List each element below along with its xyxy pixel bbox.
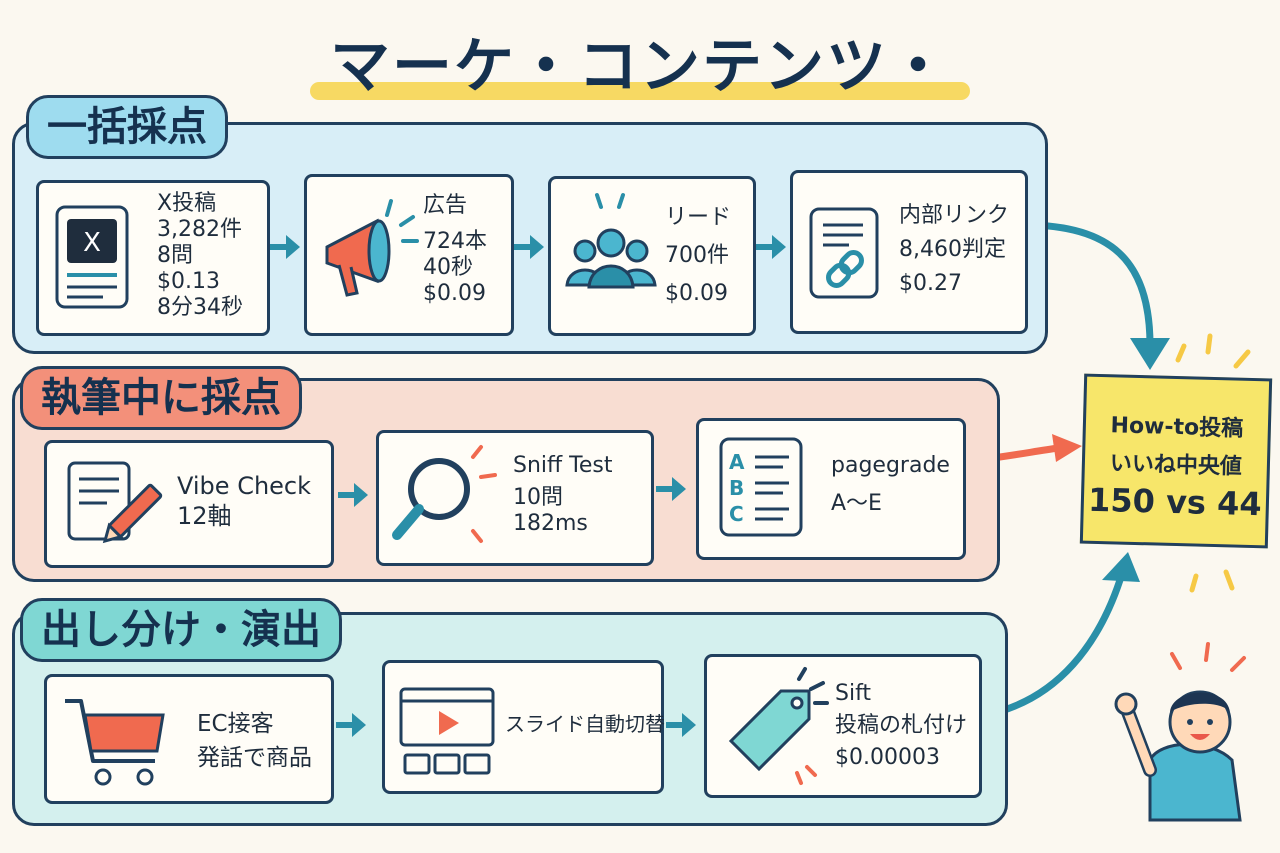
card-line: 40秒 [423, 255, 473, 280]
arrow-head-bottom [1102, 552, 1140, 582]
card-line: 8問 [157, 243, 193, 268]
card-internal-links: 内部リンク 8,460判定 $0.27 [790, 170, 1028, 334]
slide-video-player-icon [399, 687, 495, 775]
card-line: Vibe Check [177, 472, 312, 500]
highlight-burst-icon [1175, 333, 1251, 593]
card-line: 発話で商品 [197, 745, 312, 771]
card-line: EC接客 [197, 711, 274, 737]
card-line: $0.09 [665, 281, 728, 306]
card-line: リード [665, 205, 732, 230]
card-leads: リード 700件 $0.09 [548, 176, 756, 336]
title-highlight [310, 82, 970, 100]
card-line: $0.27 [899, 271, 962, 296]
card-line: X投稿 [157, 191, 217, 216]
arrow-right-icon [514, 235, 544, 259]
card-line: 広告 [423, 193, 468, 218]
arrow-head-top [1130, 338, 1170, 370]
people-group-icon [565, 193, 657, 289]
svg-text:A: A [729, 450, 745, 474]
section-label-delivery-staging: 出し分け・演出 [20, 598, 342, 662]
card-line: 8,460判定 [899, 237, 1006, 262]
card-sift: Sift 投稿の札付け $0.00003 [704, 654, 982, 798]
arrow-right-icon [338, 483, 368, 507]
card-line: 内部リンク [899, 203, 1010, 228]
arrow-head-mid [1052, 434, 1082, 462]
result-line-3: 150 vs 44 [1087, 480, 1263, 524]
svg-text:B: B [729, 476, 744, 500]
card-line: スライド自動切替 [505, 712, 665, 736]
x-post-document-icon: X [55, 205, 129, 309]
shopping-cart-icon [65, 699, 165, 786]
card-line: 182ms [513, 511, 588, 536]
magnifier-icon [392, 445, 497, 543]
card-x-posts: X X投稿 3,282件 8問 $0.13 8分34秒 [36, 180, 270, 336]
arrow-right-icon [656, 477, 686, 501]
card-line: 724本 [423, 229, 487, 254]
result-line-1: How-to投稿 [1110, 413, 1244, 442]
card-line: pagegrade [831, 453, 950, 478]
arrow-to-result-top [1021, 221, 1154, 349]
card-line: 3,282件 [157, 217, 242, 242]
document-pencil-icon [67, 461, 163, 544]
card-ads: 広告 724本 40秒 $0.09 [304, 174, 514, 336]
card-line: $0.13 [157, 269, 220, 294]
card-pagegrade: A B C pagegrade A〜E [696, 418, 966, 560]
card-line: 8分34秒 [157, 295, 243, 320]
arrow-to-result-bottom [981, 576, 1124, 719]
arrow-right-icon [270, 235, 300, 259]
section-label-score-while-writing: 執筆中に採点 [20, 366, 302, 430]
card-vibe-check: Vibe Check 12軸 [44, 440, 334, 568]
arrow-right-icon [336, 713, 366, 737]
arrow-right-icon [666, 713, 696, 737]
card-line: 投稿の札付け [835, 713, 968, 738]
result-line-2: いいね中央値 [1109, 451, 1243, 480]
card-line: $0.00003 [835, 745, 940, 770]
price-tag-icon [728, 667, 829, 785]
document-link-icon [809, 207, 879, 299]
card-line: $0.09 [423, 281, 486, 306]
card-ec-concierge: EC接客 発話で商品 [44, 674, 334, 804]
card-line: Sniff Test [513, 453, 613, 478]
result-sticky-note: How-to投稿 いいね中央値 150 vs 44 [1079, 373, 1273, 549]
abc-grade-list-icon: A B C [719, 437, 803, 537]
card-sniff-test: Sniff Test 10問 182ms [376, 430, 654, 566]
megaphone-icon [325, 199, 419, 297]
svg-text:X: X [83, 228, 101, 258]
card-line: 10問 [513, 485, 563, 510]
card-line: Sift [835, 681, 872, 706]
arrow-right-icon [756, 235, 786, 259]
card-line: 12軸 [177, 502, 232, 530]
card-line: A〜E [831, 491, 882, 516]
card-slide-autoswitch: スライド自動切替 [382, 660, 665, 794]
svg-text:C: C [729, 502, 744, 526]
celebrating-person-icon [1114, 642, 1246, 822]
title-area: マーケ・コンテンツ・発信 [300, 10, 980, 189]
section-label-batch-scoring: 一括採点 [26, 95, 228, 159]
card-line: 700件 [665, 243, 729, 268]
